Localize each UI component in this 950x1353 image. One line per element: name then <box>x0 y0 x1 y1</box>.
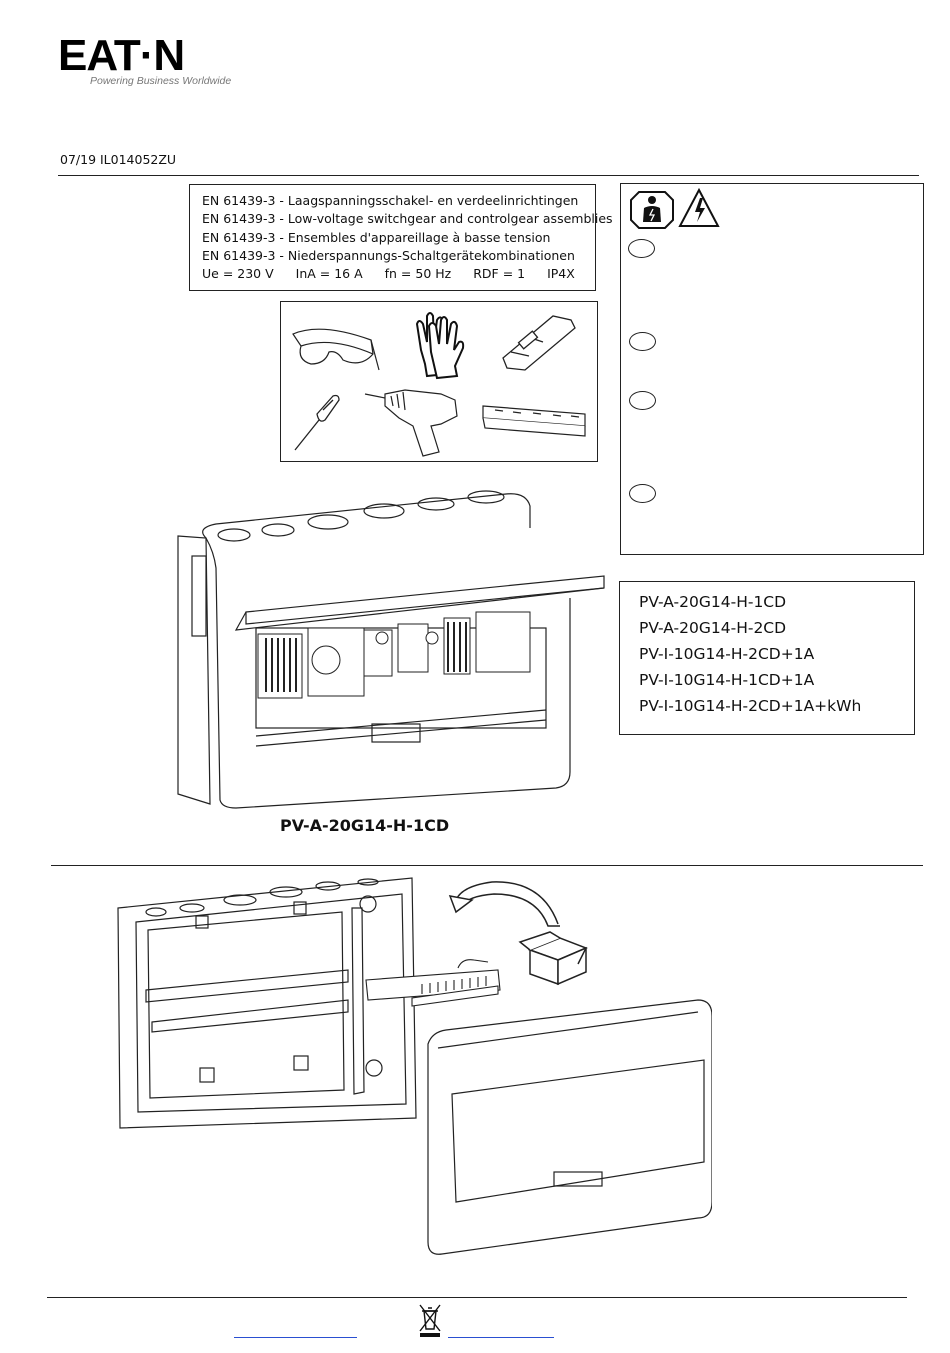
footer-link-left[interactable] <box>234 1337 357 1338</box>
rating-current: InA = 16 A <box>295 266 363 282</box>
rating-rdf: RDF = 1 <box>473 266 526 282</box>
standard-line-de: EN 61439-3 - Niederspannungs-Schaltgerät… <box>202 247 575 263</box>
warning-box <box>620 183 924 555</box>
standards-box: EN 61439-3 - Laagspanningsschakel- en ve… <box>189 184 613 291</box>
standard-line-fr: EN 61439-3 - Ensembles d'appareillage à … <box>202 229 551 245</box>
logo-tagline: Powering Business Worldwide <box>90 75 232 87</box>
tools-box <box>280 301 598 462</box>
enclosure-base <box>117 877 417 1129</box>
footer-link-right[interactable] <box>448 1337 554 1338</box>
warning-symbols <box>630 187 720 229</box>
safety-gloves-icon <box>415 312 465 380</box>
cable-entry-row <box>217 490 505 542</box>
package-icon <box>518 931 588 986</box>
terminal-bar <box>365 959 501 1007</box>
header-divider <box>58 175 919 176</box>
rating-frequency: fn = 50 Hz <box>384 266 452 282</box>
utility-knife-icon <box>502 315 576 371</box>
installation-illustration <box>117 877 712 1255</box>
tools-illustration <box>292 312 586 457</box>
model-item: PV-A-20G14-H-1CD <box>639 593 787 611</box>
model-item: PV-I-10G14-H-2CD+1A <box>639 645 815 663</box>
screwdriver-icon <box>294 394 340 451</box>
illustration-caption: PV-A-20G14-H-1CD <box>280 816 450 835</box>
enclosure-front-illustration <box>177 490 605 809</box>
weee-bin-icon <box>419 1304 441 1337</box>
model-item: PV-A-20G14-H-2CD <box>639 619 787 637</box>
din-rail-icon <box>482 405 586 437</box>
document-code: 07/19 IL014052ZU <box>60 152 177 167</box>
models-box: PV-A-20G14-H-1CD PV-A-20G14-H-2CD PV-I-1… <box>619 581 915 735</box>
rotate-arrow-icon <box>448 881 560 927</box>
language-marker-4 <box>629 484 656 503</box>
language-marker-2 <box>629 332 656 351</box>
footer-divider <box>47 1297 907 1298</box>
ratings-line: Ue = 230 V InA = 16 A fn = 50 Hz RDF = 1… <box>202 265 595 283</box>
model-item: PV-I-10G14-H-1CD+1A <box>639 671 815 689</box>
qualified-electrician-icon <box>630 191 674 229</box>
language-marker-1 <box>628 239 655 258</box>
rating-voltage: Ue = 230 V <box>202 266 274 282</box>
rating-ip: IP4X <box>547 266 575 282</box>
power-drill-icon <box>364 389 458 457</box>
model-item: PV-I-10G14-H-2CD+1A+kWh <box>639 697 862 715</box>
eaton-logo: EAT·N <box>58 31 185 80</box>
standard-line-en: EN 61439-3 - Low-voltage switchgear and … <box>202 211 613 227</box>
language-marker-3 <box>629 391 656 410</box>
safety-glasses-icon <box>292 328 380 371</box>
enclosure-cover <box>427 999 712 1255</box>
standard-line-nl: EN 61439-3 - Laagspanningsschakel- en ve… <box>202 193 579 208</box>
section-divider <box>51 865 923 866</box>
high-voltage-warning-icon <box>678 187 720 227</box>
breaker-modules <box>257 611 531 699</box>
